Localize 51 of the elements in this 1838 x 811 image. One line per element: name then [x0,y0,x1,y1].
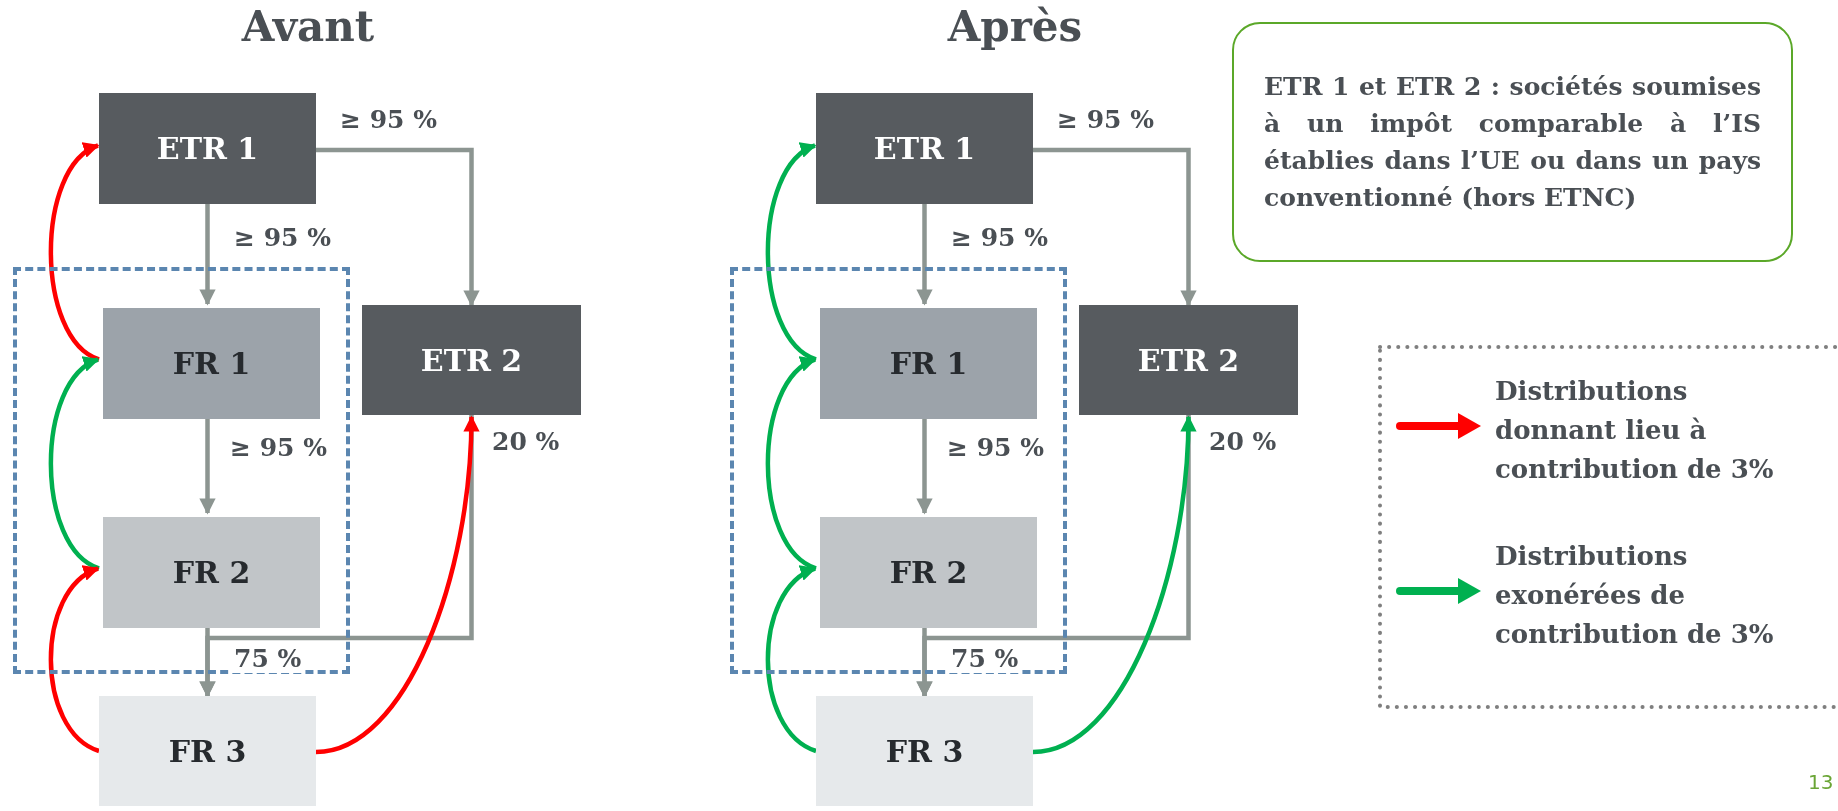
curved-arrow [315,415,480,755]
entity-box [99,696,316,806]
entity-box [816,696,1033,806]
entity-label: ETR 2 [1137,343,1240,377]
arrow [199,415,474,698]
entity-box [1079,305,1298,415]
entity-box [103,517,320,628]
edge-label: 20 % [1208,428,1278,456]
entity-label: FR 3 [168,734,247,768]
entity-box [820,517,1037,628]
legend-label: Distributions exonérées de contribution de 3% [1495,540,1775,651]
curved-arrow [765,143,818,362]
edge-label: ≥ 95 % [229,434,328,462]
entity-label: FR 2 [172,556,251,589]
entity-label: FR 1 [172,347,251,380]
note-box [1232,22,1793,262]
entity-label: ETR 1 [873,132,976,165]
entity-label: ETR 2 [420,343,523,377]
curved-arrow [765,566,817,753]
curved-arrow [1032,415,1197,755]
edge-label: ≥ 95 % [1056,106,1155,134]
group-frame [730,267,1067,674]
arrow [916,415,1191,698]
curved-arrow [48,143,101,362]
arrow [1033,147,1197,307]
edge-label: ≥ 95 % [339,106,438,134]
column-heading: Avant [241,2,375,51]
entity-label: ETR 1 [156,132,259,165]
edge-label: ≥ 95 % [946,434,1045,462]
group-frame [13,267,350,674]
entity-box [99,93,316,204]
arrow [316,147,480,307]
curved-arrow [48,566,100,753]
entity-box [103,308,320,419]
page-number: 13 [1808,770,1834,794]
entity-box [820,308,1037,419]
note-text: ETR 1 et ETR 2 : sociétés soumises à un impôt comparable à l’IS établies dans l’UE ou dans un pays conventionné (hors ETNC) [1264,71,1761,214]
legend-label: Distributions donnant lieu à contribution de 3% [1495,375,1775,486]
entity-label: FR 3 [885,734,964,768]
arrow [199,204,216,306]
edge-label: ≥ 95 % [950,224,1049,252]
entity-label: FR 1 [889,347,968,380]
edge-label: ≥ 95 % [233,224,332,252]
entity-box [362,305,581,415]
entity-label: FR 2 [889,556,968,589]
curved-arrow [48,357,101,571]
curved-arrow [765,357,818,571]
edge-label: 20 % [491,428,561,456]
entity-box [816,93,1033,204]
arrow [916,204,933,306]
column-heading: Après [947,2,1083,51]
